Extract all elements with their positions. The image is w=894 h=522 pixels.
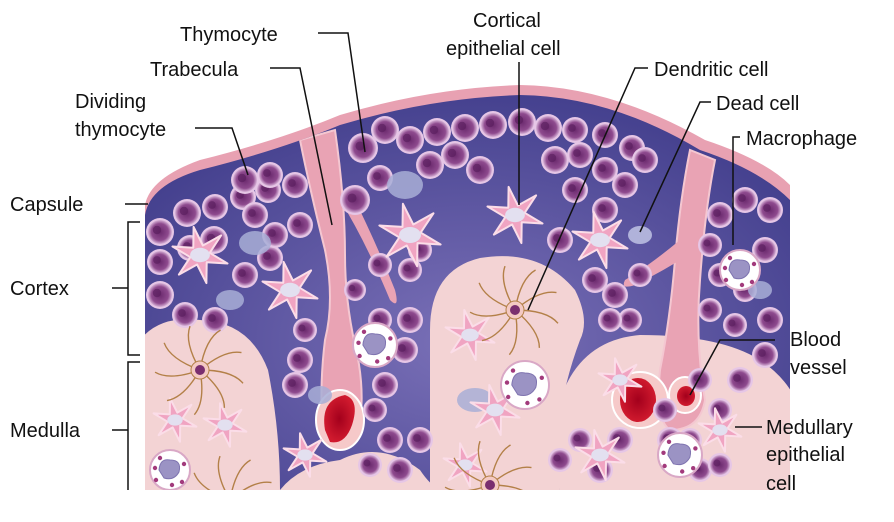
label-medullary-line1: Medullary xyxy=(766,417,853,439)
thymocyte xyxy=(757,197,783,223)
thymocyte xyxy=(628,263,652,287)
thymocyte xyxy=(372,372,398,398)
thymocyte xyxy=(231,166,259,194)
thymocyte xyxy=(282,172,308,198)
thymocyte xyxy=(612,172,638,198)
thymocyte xyxy=(173,199,201,227)
label-dividing-line2: thymocyte xyxy=(75,119,166,141)
thymocyte xyxy=(567,142,593,168)
label-cortical-line1: Cortical xyxy=(473,10,541,32)
thymocyte xyxy=(242,202,268,228)
thymocyte xyxy=(752,342,778,368)
thymocyte xyxy=(147,249,173,275)
macrophage xyxy=(720,250,760,290)
thymocyte xyxy=(723,313,747,337)
thymocyte xyxy=(562,117,588,143)
thymocyte xyxy=(293,318,317,342)
label-capsule: Capsule xyxy=(10,194,83,216)
thymocyte xyxy=(602,282,628,308)
thymocyte xyxy=(757,307,783,333)
thymocyte xyxy=(287,347,313,373)
thymocyte xyxy=(479,111,507,139)
label-blood-line1: Blood xyxy=(790,329,841,351)
label-medulla: Medulla xyxy=(10,420,81,442)
thymocyte xyxy=(708,453,732,477)
label-cortical-line2: epithelial cell xyxy=(446,38,561,60)
dead-cell xyxy=(308,386,332,404)
dead-cell xyxy=(387,171,423,199)
dead-cell xyxy=(628,226,652,244)
macrophage xyxy=(501,361,549,409)
thymocyte xyxy=(146,281,174,309)
dead-cell xyxy=(239,231,271,255)
thymocyte xyxy=(451,114,479,142)
label-dendritic-cell: Dendritic cell xyxy=(654,59,768,81)
thymocyte xyxy=(282,372,308,398)
thymocyte xyxy=(732,187,758,213)
thymocyte xyxy=(397,307,423,333)
thymocyte xyxy=(363,398,387,422)
label-macrophage: Macrophage xyxy=(746,128,857,150)
label-dead-cell: Dead cell xyxy=(716,93,799,115)
thymocyte xyxy=(396,126,424,154)
thymocyte xyxy=(441,141,469,169)
thymocyte xyxy=(688,368,712,392)
thymocyte xyxy=(632,147,658,173)
thymocyte xyxy=(146,218,174,246)
thymocyte xyxy=(232,262,258,288)
thymocyte xyxy=(344,279,366,301)
thymocyte xyxy=(466,156,494,184)
label-blood-line2: vessel xyxy=(790,357,847,379)
thymocyte xyxy=(358,453,382,477)
label-medullary-line3: cell xyxy=(766,473,796,495)
thymocyte xyxy=(547,227,573,253)
thymocyte xyxy=(416,151,444,179)
thymocyte xyxy=(541,146,569,174)
label-trabecula: Trabecula xyxy=(150,59,239,81)
thymocyte xyxy=(202,194,228,220)
thymocyte xyxy=(387,457,413,483)
thymocyte xyxy=(698,298,722,322)
label-dividing-line1: Dividing xyxy=(75,91,146,113)
thymocyte xyxy=(377,427,403,453)
macrophage xyxy=(353,323,397,367)
thymocyte xyxy=(172,302,198,328)
thymocyte xyxy=(534,114,562,142)
thymocyte xyxy=(407,427,433,453)
thymocyte xyxy=(508,108,536,136)
thymocyte xyxy=(202,307,228,333)
brackets xyxy=(112,222,140,490)
thymocyte xyxy=(340,185,370,215)
label-medullary-line2: epithelial xyxy=(766,444,845,466)
dead-cell xyxy=(216,290,244,310)
thymocyte xyxy=(371,116,399,144)
label-thymocyte: Thymocyte xyxy=(180,24,278,46)
thymocyte xyxy=(653,398,677,422)
thymocyte xyxy=(423,118,451,146)
thymocyte xyxy=(698,233,722,257)
macrophage xyxy=(150,450,190,490)
thymocyte xyxy=(287,212,313,238)
thymocyte xyxy=(707,202,733,228)
thymocyte xyxy=(548,448,572,472)
macrophage xyxy=(658,433,702,477)
thymocyte xyxy=(598,308,622,332)
thymocyte xyxy=(562,177,588,203)
thymocyte xyxy=(257,162,283,188)
thymocyte xyxy=(727,367,753,393)
label-cortex: Cortex xyxy=(10,278,69,300)
